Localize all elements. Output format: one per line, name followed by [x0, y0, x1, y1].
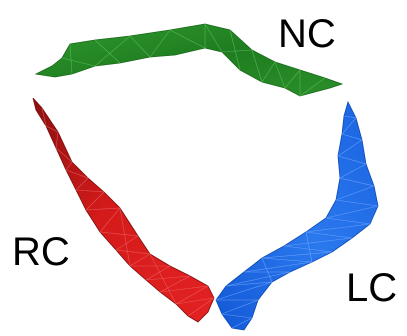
nc-cusp-shape — [34, 22, 344, 97]
lc-cusp-shape — [215, 100, 379, 331]
lc-label: LC — [346, 266, 398, 310]
rc-label: RC — [12, 230, 70, 274]
rc-cusp-shape — [32, 97, 215, 323]
nc-label: NC — [278, 12, 336, 56]
